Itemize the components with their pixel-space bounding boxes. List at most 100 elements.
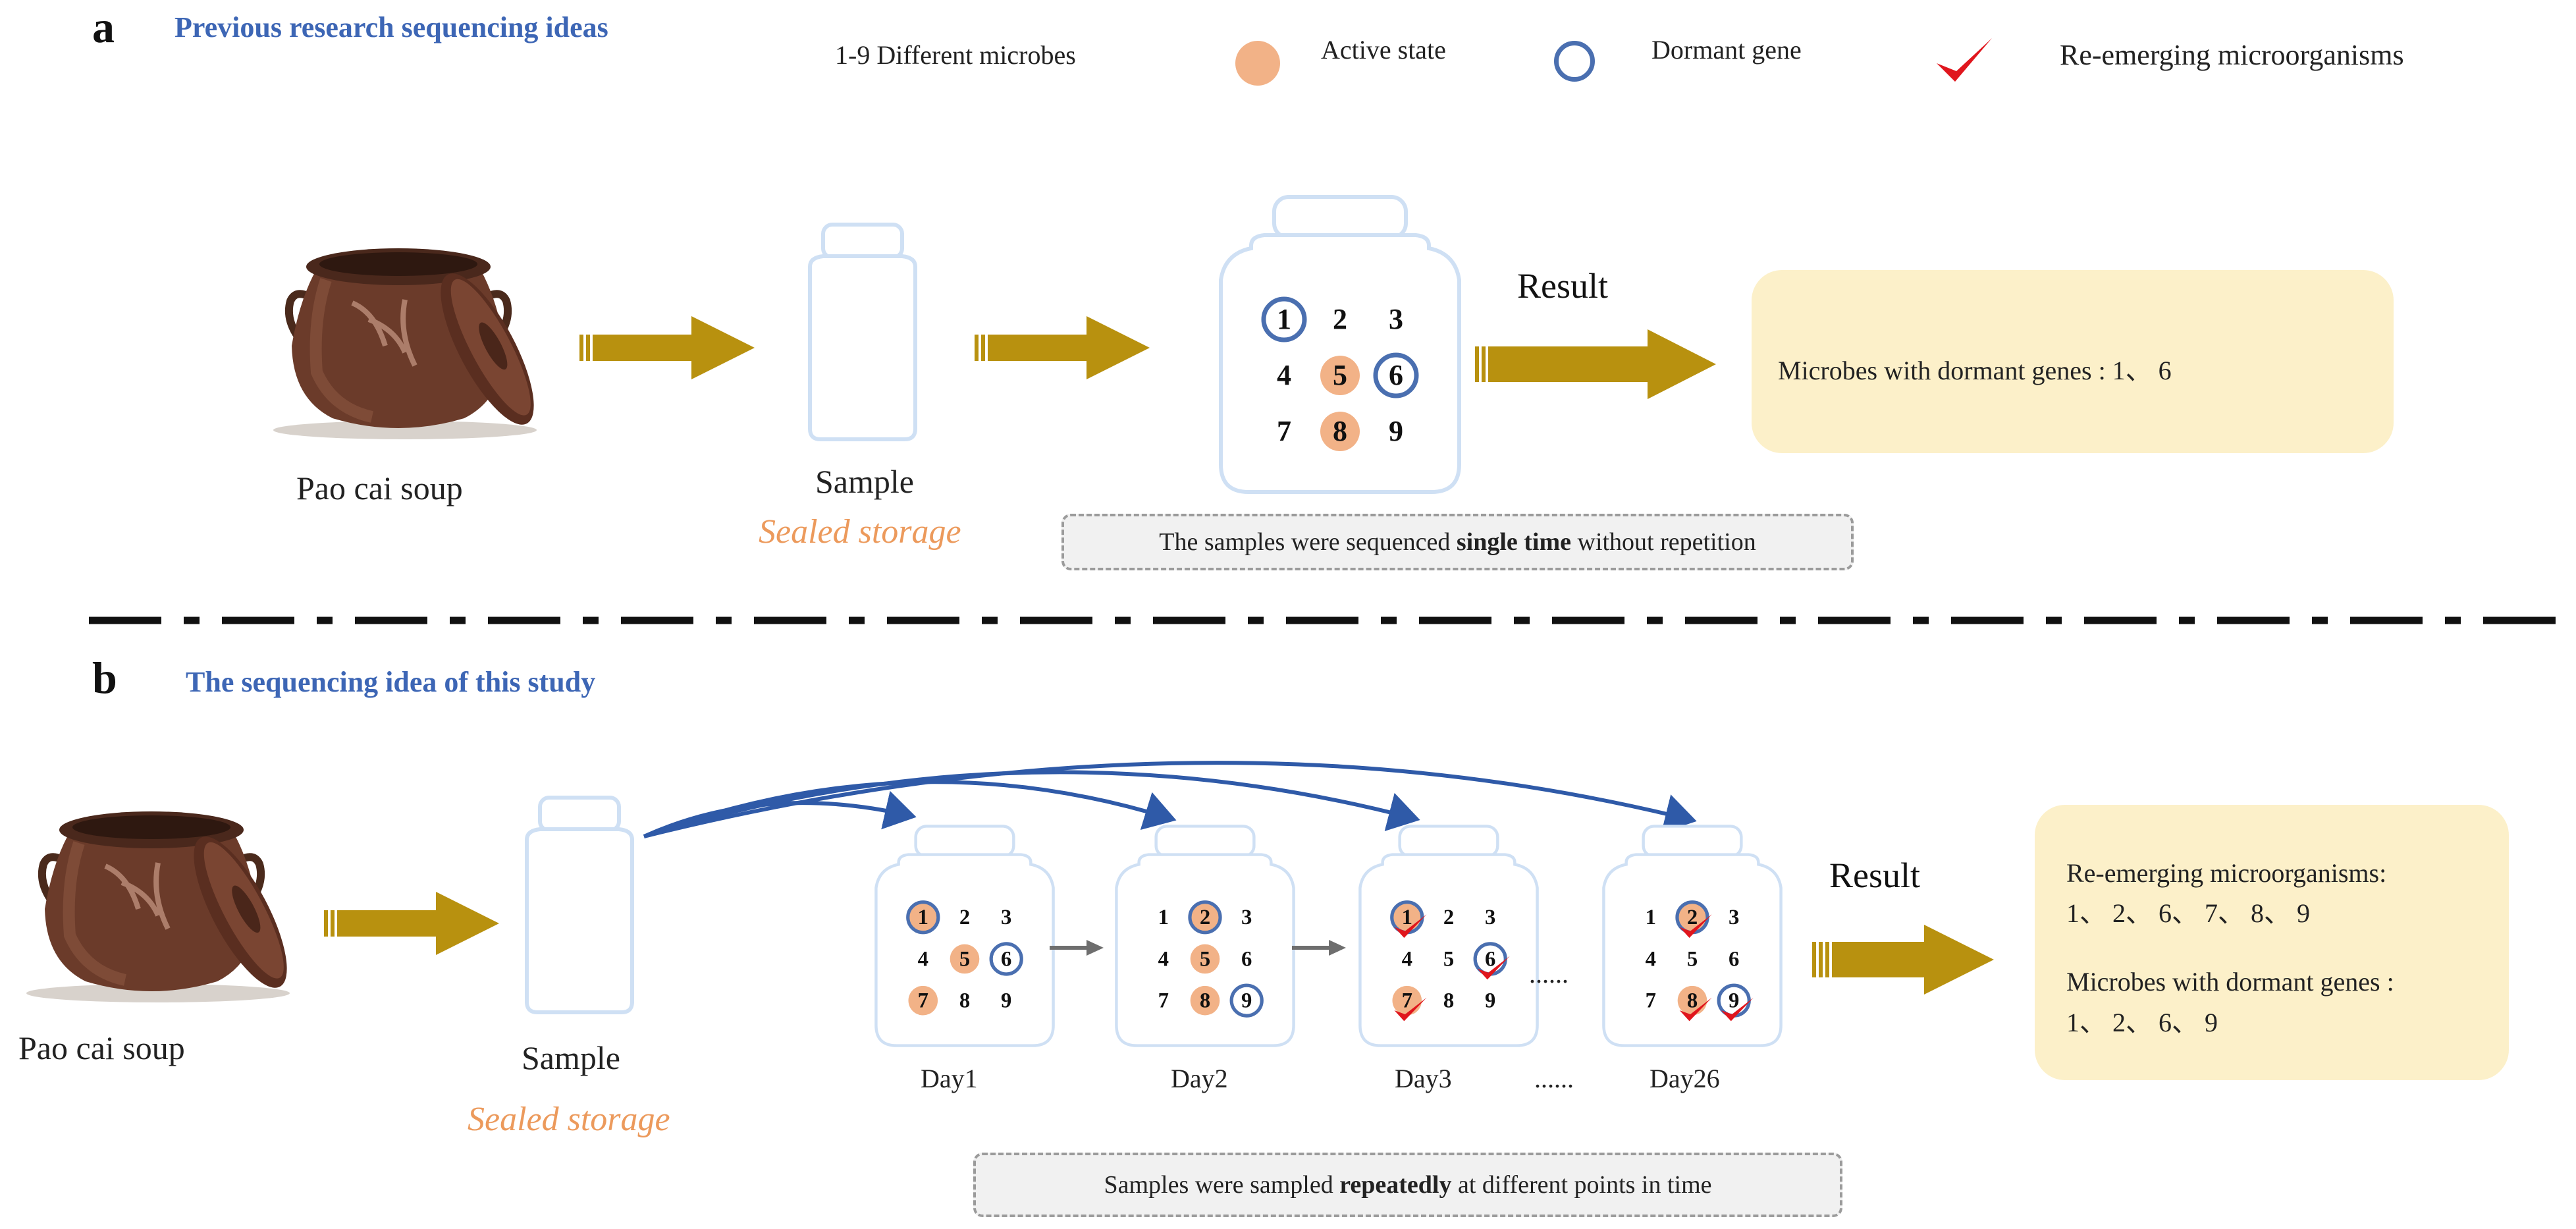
microbe-number: 5: [1687, 947, 1698, 971]
microbe-number: 8: [1333, 415, 1347, 447]
active-microbe-marker: [950, 944, 980, 974]
active-microbe-marker: [1320, 412, 1360, 451]
jar-lid: [914, 825, 1015, 858]
microbe-number: 5: [959, 947, 970, 971]
active-microbe-marker: [1190, 985, 1220, 1016]
microbe-number: 2: [1687, 906, 1698, 929]
microbe-number: 4: [918, 947, 928, 971]
re-emerging-check-icon: [1394, 914, 1427, 938]
result-dormant-list: 1、 2、 6、 9: [2066, 1008, 2218, 1037]
note-text-bold: single time: [1456, 528, 1571, 556]
dormant-gene-marker: [906, 900, 940, 935]
result-re-emerging-title: Re-emerging microorganisms:: [2066, 858, 2387, 888]
sample-label: Sample: [522, 1039, 620, 1076]
microbe-number: 7: [918, 989, 928, 1013]
microbe-number: 8: [1687, 989, 1698, 1013]
re-emerging-check-icon: [1679, 914, 1712, 938]
note-text-post: at different points in time: [1451, 1171, 1712, 1199]
note-text-pre: Samples were sampled: [1104, 1171, 1340, 1199]
sample-label: Sample: [815, 463, 914, 500]
dormant-gene-marker: [1229, 983, 1264, 1018]
microbe-number: 3: [1001, 906, 1011, 929]
microbe-number: 1: [918, 906, 928, 929]
microbe-number: 1: [1158, 906, 1169, 929]
microbe-number: 3: [1729, 906, 1739, 929]
note-text-post: without repetition: [1571, 528, 1756, 556]
microbe-number: 7: [1402, 989, 1412, 1013]
jar-lid: [1398, 825, 1499, 858]
microbe-number: 3: [1389, 303, 1403, 335]
flow-arrow: [579, 316, 755, 379]
microbe-number: 8: [1200, 989, 1210, 1013]
microbe-number: 4: [1402, 947, 1412, 971]
microbe-number: 9: [1389, 415, 1403, 447]
microbe-number: 1: [1402, 906, 1412, 929]
day-label: Day1: [921, 1064, 978, 1093]
microbe-number: 2: [1333, 303, 1347, 335]
microbe-number: 6: [1485, 947, 1495, 971]
result-dormant-text: Microbes with dormant genes : 1、 6: [1778, 356, 2172, 385]
dormant-gene-marker: [1373, 352, 1419, 398]
re-emerging-check-icon: [1477, 956, 1510, 980]
pao-cai-pot-icon: [273, 248, 537, 439]
pao-cai-pot-icon: [26, 811, 290, 1002]
legend-dormant-label: Dormant gene: [1651, 35, 1802, 65]
sealed-storage-label: Sealed storage: [759, 513, 961, 551]
jar-lid: [1154, 825, 1256, 858]
result-title: Result: [1517, 266, 1609, 306]
re-emerging-check-icon: [1721, 997, 1754, 1022]
jar-lid: [1642, 825, 1743, 858]
re-emerging-check-icon: [1394, 997, 1427, 1022]
microbe-number: 3: [1485, 906, 1495, 929]
microbe-number: 9: [1241, 989, 1252, 1013]
microbe-number: 7: [1158, 989, 1169, 1013]
result-title: Result: [1829, 856, 1921, 895]
pao-cai-label: Pao cai soup: [296, 470, 463, 506]
note-text-bold: repeatedly: [1339, 1171, 1452, 1199]
pao-cai-label: Pao cai soup: [18, 1029, 185, 1066]
microbe-number: 5: [1200, 947, 1210, 971]
result-box: Re-emerging microorganisms: 1、 2、 6、 7、 …: [2035, 805, 2509, 1080]
sealed-storage-label: Sealed storage: [468, 1101, 670, 1138]
sample-bottle-icon: [525, 796, 634, 1014]
grey-arrow: [1292, 940, 1346, 956]
flow-arrow: [324, 892, 499, 955]
result-re-emerging-list: 1、 2、 6、 7、 8、 9: [2066, 898, 2310, 928]
dormant-gene-marker: [989, 942, 1023, 976]
sampling-arrows: [643, 761, 1697, 838]
result-dormant-title: Microbes with dormant genes :: [2066, 967, 2394, 997]
microbe-number: 1: [1277, 303, 1291, 335]
microbe-number: 1: [1646, 906, 1656, 929]
microbe-number: 7: [1646, 989, 1656, 1013]
ellipsis-jars: ......: [1529, 959, 1569, 989]
note-text-pre: The samples were sequenced: [1159, 528, 1457, 556]
microbe-number: 5: [1443, 947, 1454, 971]
day-label: Day3: [1395, 1064, 1452, 1093]
microbe-number: 7: [1277, 415, 1291, 447]
active-microbe-marker: [908, 985, 938, 1016]
legend-check-icon: [1937, 38, 1992, 82]
dormant-gene-marker: [1261, 296, 1307, 342]
jar-body: [1602, 853, 1783, 1047]
note-repeatedly: Samples were sampled repeatedly at diffe…: [973, 1153, 1842, 1217]
microbe-number: 8: [1443, 989, 1454, 1013]
microbe-number: 2: [959, 906, 970, 929]
microbe-number: 6: [1389, 359, 1403, 391]
jar-lid: [1272, 195, 1408, 240]
dormant-gene-marker: [1188, 900, 1222, 935]
microbe-number: 4: [1158, 947, 1169, 971]
result-arrow: [1812, 925, 1994, 995]
microbe-number: 6: [1729, 947, 1739, 971]
legend-microbes-label: 1-9 Different microbes: [835, 40, 1076, 70]
day-label: Day26: [1650, 1064, 1720, 1093]
flow-arrow: [975, 316, 1150, 379]
active-microbe-marker: [1190, 902, 1220, 933]
result-arrow: [1475, 329, 1716, 399]
ellipsis-days: ......: [1534, 1064, 1574, 1093]
microbe-number: 4: [1277, 359, 1291, 391]
sample-bottle-icon: [808, 223, 917, 441]
day-label: Day2: [1171, 1064, 1228, 1093]
